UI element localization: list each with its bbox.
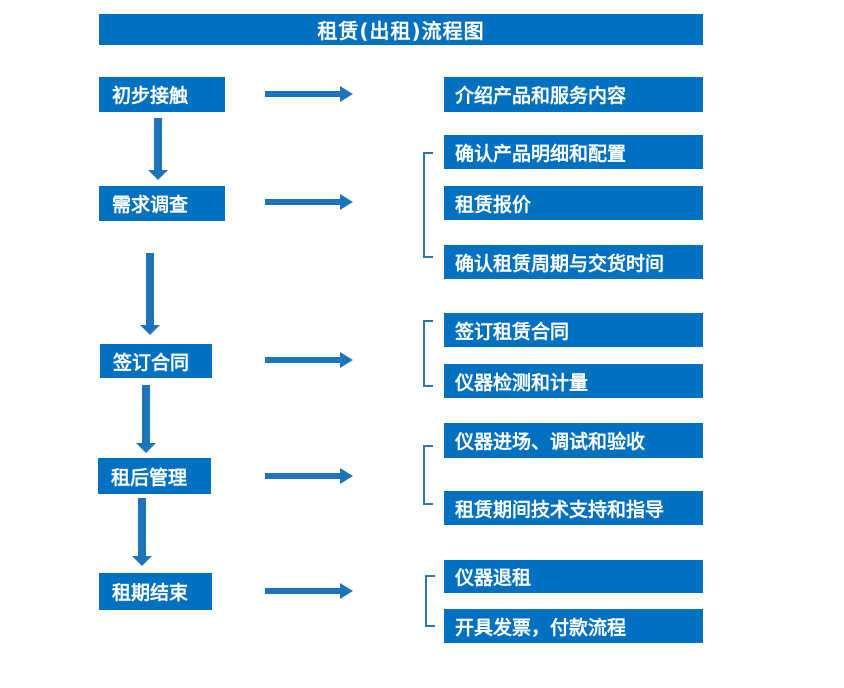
- output-label: 确认产品明细和配置: [455, 142, 627, 165]
- output-label: 仪器退租: [455, 567, 532, 589]
- arrow-shaft: [265, 588, 341, 594]
- arrow-head: [136, 443, 156, 453]
- arrow-right-icon-4: [265, 468, 353, 484]
- group-bracket-icon-2: [423, 152, 433, 258]
- arrow-head: [132, 556, 152, 566]
- arrow-shaft: [265, 473, 341, 479]
- step-label: 需求调查: [112, 194, 189, 216]
- group-bracket-icon-4: [423, 445, 433, 505]
- arrow-head: [340, 86, 353, 102]
- arrow-down-icon-2: [140, 253, 160, 335]
- output-label: 介绍产品和服务内容: [455, 85, 627, 107]
- arrow-right-icon-3: [265, 352, 353, 368]
- step-label: 初步接触: [112, 85, 189, 107]
- arrow-down-icon-4: [132, 498, 152, 566]
- arrow-right-icon-5: [265, 583, 353, 599]
- arrow-shaft: [146, 253, 154, 326]
- step-label: 租后管理: [111, 466, 188, 489]
- output-label: 租赁期间技术支持和指导: [455, 498, 665, 521]
- step-label: 签订合同: [113, 351, 190, 374]
- output-box-confirm-product-details: 确认产品明细和配置: [444, 135, 703, 169]
- step-label: 租期结束: [112, 582, 189, 604]
- arrow-head: [148, 170, 168, 180]
- step-box-requirements-survey: 需求调查: [99, 186, 225, 221]
- arrow-shaft: [138, 498, 146, 557]
- arrow-right-icon-1: [265, 86, 353, 102]
- arrow-head: [340, 352, 353, 368]
- output-box-instrument-testing: 仪器检测和计量: [444, 364, 703, 398]
- arrow-head: [140, 325, 160, 335]
- arrow-shaft: [265, 357, 341, 363]
- diagram-title-bar: 租赁(出租)流程图: [99, 14, 703, 45]
- output-label: 仪器进场、调试和验收: [455, 431, 646, 453]
- output-label: 确认租赁周期与交货时间: [455, 252, 665, 275]
- output-box-invoice-payment: 开具发票，付款流程: [444, 609, 703, 643]
- step-box-sign-contract: 签订合同: [100, 344, 212, 378]
- arrow-down-icon-3: [136, 385, 156, 453]
- output-box-instrument-return: 仪器退租: [444, 560, 703, 593]
- group-bracket-icon-3: [423, 320, 433, 387]
- arrow-shaft: [154, 118, 162, 171]
- output-box-technical-support: 租赁期间技术支持和指导: [444, 491, 703, 525]
- step-box-initial-contact: 初步接触: [99, 77, 225, 112]
- step-box-rental-end: 租期结束: [99, 573, 212, 610]
- arrow-head: [340, 468, 353, 484]
- arrow-head: [340, 583, 353, 599]
- arrow-down-icon-1: [148, 118, 168, 180]
- output-label: 签订租赁合同: [455, 320, 570, 343]
- output-label: 仪器检测和计量: [455, 371, 589, 394]
- arrow-shaft: [142, 385, 150, 444]
- output-box-confirm-rental-period: 确认租赁周期与交货时间: [444, 245, 703, 279]
- group-bracket-icon-5: [425, 575, 435, 627]
- output-box-rental-quote: 租赁报价: [444, 186, 703, 220]
- output-box-introduce-products: 介绍产品和服务内容: [444, 77, 703, 112]
- diagram-title: 租赁(出租)流程图: [317, 19, 485, 43]
- output-label: 租赁报价: [455, 193, 532, 216]
- output-box-sign-rental-contract: 签订租赁合同: [444, 313, 703, 347]
- arrow-shaft: [265, 199, 341, 205]
- arrow-shaft: [265, 91, 341, 97]
- arrow-right-icon-2: [265, 194, 353, 210]
- output-box-instrument-setup: 仪器进场、调试和验收: [444, 423, 703, 458]
- output-label: 开具发票，付款流程: [455, 616, 627, 639]
- step-box-post-rental-management: 租后管理: [98, 458, 211, 494]
- arrow-head: [340, 194, 353, 210]
